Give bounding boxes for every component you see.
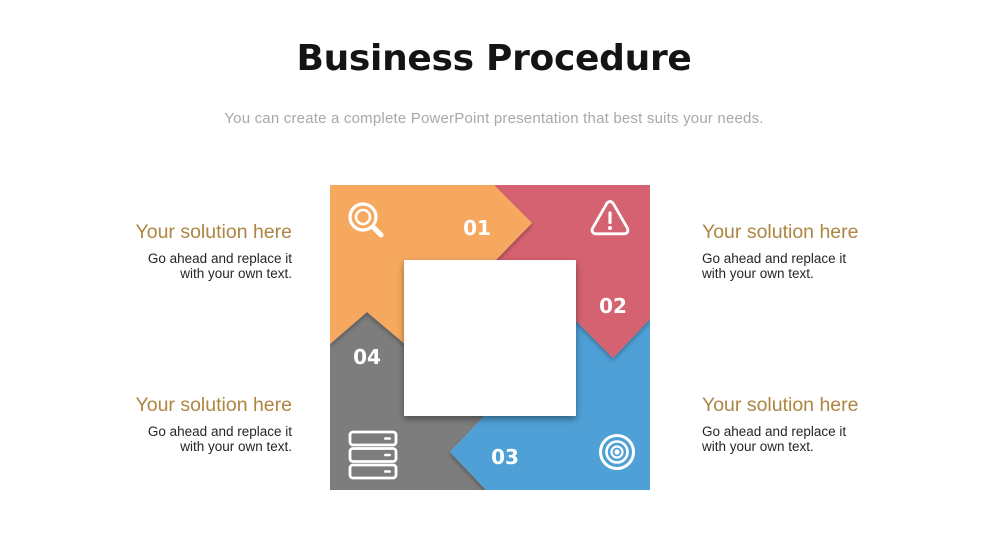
step-number: 03	[491, 445, 519, 469]
callout-body-line: with your own text.	[702, 266, 814, 281]
callout-body-line: Go ahead and replace it	[702, 251, 847, 266]
step-number: 02	[599, 294, 627, 318]
callout-body-line: with your own text.	[180, 266, 292, 281]
callout-top-left: Your solution here Go ahead and replace …	[60, 221, 292, 281]
step-number: 01	[463, 216, 491, 240]
callout-body-line: with your own text.	[702, 439, 814, 454]
callout-heading: Your solution here	[702, 394, 859, 416]
callout-heading: Your solution here	[135, 394, 292, 416]
callout-body-line: Go ahead and replace it	[147, 424, 292, 439]
target-icon	[599, 434, 635, 470]
callout-bottom-right: Your solution here Go ahead and replace …	[702, 394, 934, 454]
callout-body-line: Go ahead and replace it	[147, 251, 292, 266]
callout-body-line: with your own text.	[180, 439, 292, 454]
search-icon	[348, 202, 384, 238]
slide-subtitle: You can create a complete PowerPoint pre…	[224, 110, 764, 127]
page-title: Business Procedure	[296, 38, 692, 79]
callout-body-line: Go ahead and replace it	[702, 424, 847, 439]
callout-heading: Your solution here	[135, 221, 292, 243]
step-arrow-01	[330, 185, 532, 345]
server-icon	[348, 430, 398, 480]
callout-bottom-left: Your solution here Go ahead and replace …	[60, 394, 292, 454]
callout-top-right: Your solution here Go ahead and replace …	[702, 221, 934, 281]
step-number: 04	[353, 345, 381, 369]
center-placeholder	[404, 260, 576, 416]
callout-heading: Your solution here	[702, 221, 859, 243]
warning-icon	[590, 200, 630, 236]
process-cycle-diagram: 01 02 03 04	[330, 185, 650, 490]
